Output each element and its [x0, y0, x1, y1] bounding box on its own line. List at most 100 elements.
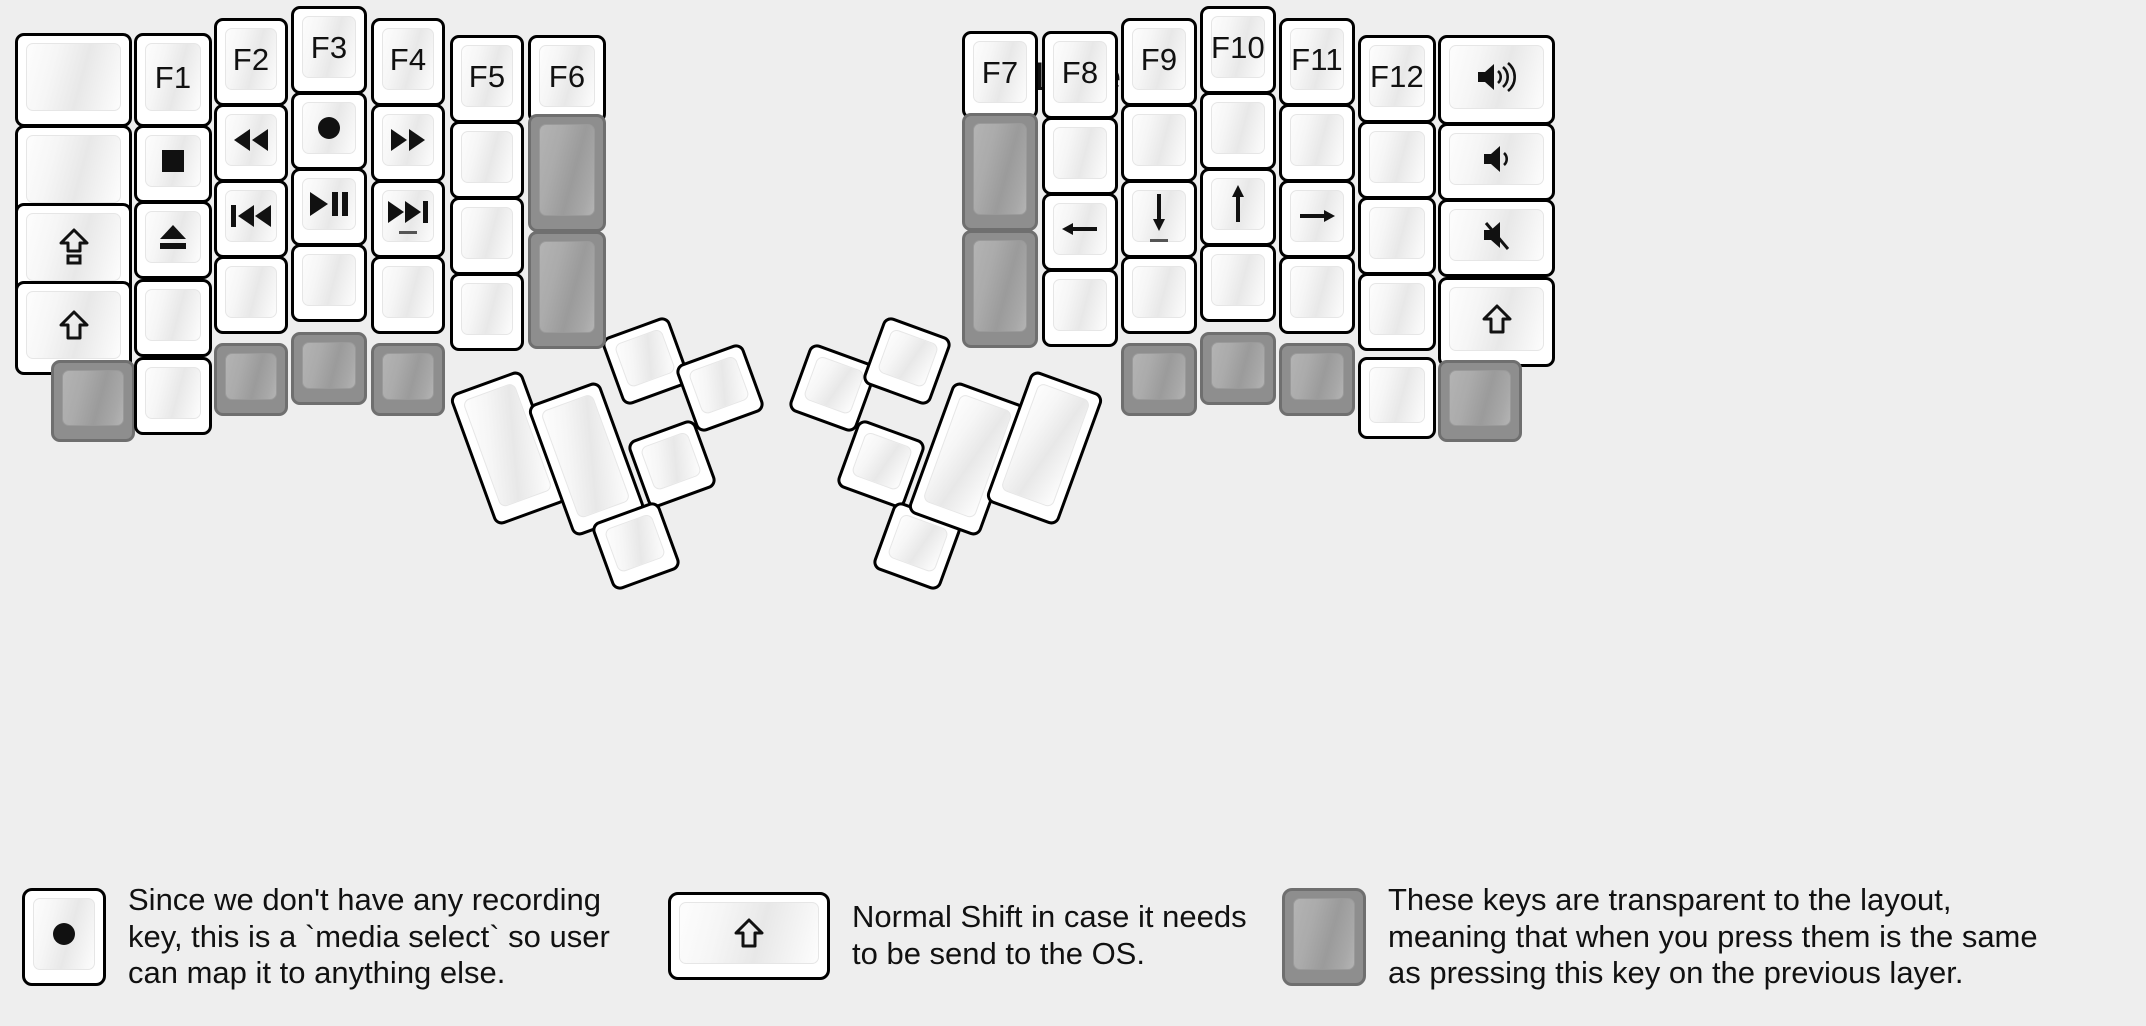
key-blank-r2c4[interactable]: [1042, 269, 1118, 347]
key-blank-r2c2[interactable]: [1042, 117, 1118, 195]
arrow-left-icon: [1060, 216, 1100, 242]
keycap-surface: [679, 902, 819, 964]
key-f7[interactable]: F7: [962, 31, 1038, 119]
legend-sample-key-3[interactable]: [1282, 887, 1366, 986]
key-blank-r3c4[interactable]: [1121, 256, 1197, 334]
key-f9[interactable]: F9: [1121, 18, 1197, 106]
legend-sample-key-1[interactable]: [22, 887, 106, 986]
key-blank-r6c4[interactable]: [1358, 273, 1436, 351]
key-f6[interactable]: F6: [528, 35, 606, 123]
key-blank-c6r2[interactable]: [450, 121, 524, 199]
key-blank-r5c2[interactable]: [1279, 104, 1355, 182]
key-trans-r3c5[interactable]: [1121, 343, 1197, 416]
key-blank-c1r1[interactable]: [15, 33, 132, 127]
record-dot-icon: [49, 919, 79, 949]
key-f12[interactable]: F12: [1358, 35, 1436, 123]
key-blank-r3c2[interactable]: [1121, 104, 1197, 182]
key-blank-r6c3[interactable]: [1358, 197, 1436, 275]
key-trans-c3r5[interactable]: [214, 343, 288, 416]
capslock-icon: [59, 228, 89, 266]
key-shift-right[interactable]: [1438, 277, 1555, 367]
volume-up-icon: [1474, 61, 1520, 93]
key-label: F12: [1369, 58, 1425, 94]
key-volume-up[interactable]: [1438, 35, 1555, 125]
thumb-right-big-2[interactable]: [984, 369, 1105, 527]
keycap-surface: [1132, 114, 1186, 166]
keycap-surface: [1449, 209, 1544, 261]
key-blank-c6r4[interactable]: [450, 273, 524, 351]
keycap-surface: [876, 328, 940, 389]
key-blank-r4c2[interactable]: [1200, 92, 1276, 170]
key-arrow-down[interactable]: [1121, 180, 1197, 258]
key-media-eject[interactable]: [134, 201, 212, 279]
key-blank-c6r3[interactable]: [450, 197, 524, 275]
keycap-surface: [973, 123, 1027, 215]
eject-icon: [156, 221, 190, 253]
key-media-playpause[interactable]: [291, 168, 367, 246]
keycap-surface: [1449, 45, 1544, 109]
keycap-surface: [1053, 127, 1107, 179]
key-f2[interactable]: F2: [214, 18, 288, 106]
key-blank-c4r4[interactable]: [291, 244, 367, 322]
key-trans-far-right[interactable]: [1438, 360, 1522, 442]
keycap-surface: [1132, 190, 1186, 242]
key-trans-c5r5[interactable]: [371, 343, 445, 416]
keycap-surface: [603, 513, 667, 574]
keycap-surface: [302, 342, 356, 389]
key-blank-c2r5[interactable]: [134, 357, 212, 435]
key-f5[interactable]: F5: [450, 35, 524, 123]
key-f8[interactable]: F8: [1042, 31, 1118, 119]
key-f11[interactable]: F11: [1279, 18, 1355, 106]
key-trans-c4r5[interactable]: [291, 332, 367, 405]
key-trans-r1c1b[interactable]: [962, 113, 1038, 231]
key-media-next[interactable]: [371, 180, 445, 258]
key-arrow-right[interactable]: [1279, 180, 1355, 258]
key-f1[interactable]: F1: [134, 33, 212, 127]
keycap-surface: [1132, 353, 1186, 400]
keycap-surface: F1: [145, 43, 201, 111]
key-blank-r6c2[interactable]: [1358, 121, 1436, 199]
key-f4[interactable]: F4: [371, 18, 445, 106]
thumb-right-sq-top-2[interactable]: [860, 314, 954, 408]
key-media-rewind[interactable]: [214, 104, 288, 182]
keycap-surface: [687, 355, 751, 416]
key-volume-down[interactable]: [1438, 123, 1555, 201]
key-media-forward[interactable]: [371, 104, 445, 182]
keycap-surface: F5: [461, 45, 513, 107]
keycap-surface: [539, 241, 595, 333]
key-f3[interactable]: F3: [291, 6, 367, 94]
key-arrow-up[interactable]: [1200, 168, 1276, 246]
legend-bar: Since we don't have any recording key, t…: [0, 860, 2146, 1026]
key-label: F1: [154, 59, 192, 95]
key-volume-mute[interactable]: [1438, 199, 1555, 277]
key-blank-c3r4[interactable]: [214, 256, 288, 334]
key-blank-r4c4[interactable]: [1200, 244, 1276, 322]
key-media-prev[interactable]: [214, 180, 288, 258]
legend-sample-key-2[interactable]: [668, 892, 830, 980]
key-label: F2: [232, 41, 270, 77]
key-shift-left[interactable]: [15, 281, 132, 375]
keycap-surface: [539, 124, 595, 216]
key-trans-r4c5[interactable]: [1200, 332, 1276, 405]
key-media-record[interactable]: [291, 92, 367, 170]
key-f10[interactable]: F10: [1200, 6, 1276, 94]
keycap-surface: [1290, 114, 1344, 166]
keycap-surface: F10: [1211, 16, 1265, 78]
key-trans-c1r5[interactable]: [51, 360, 135, 442]
key-media-stop[interactable]: [134, 125, 212, 203]
thumb-left-sq-top-1[interactable]: [599, 314, 693, 408]
key-label: F10: [1210, 29, 1266, 65]
key-trans-r5c5[interactable]: [1279, 343, 1355, 416]
key-trans-c7r2[interactable]: [528, 114, 606, 232]
key-arrow-left[interactable]: [1042, 193, 1118, 271]
key-trans-r1c1c[interactable]: [962, 230, 1038, 348]
key-blank-c2r4[interactable]: [134, 279, 212, 357]
key-blank-c5r4[interactable]: [371, 256, 445, 334]
keycap-surface: [1211, 178, 1265, 230]
keycap-surface: [225, 190, 277, 242]
key-trans-c7r3[interactable]: [528, 231, 606, 349]
key-blank-r5c4[interactable]: [1279, 256, 1355, 334]
keycap-surface: [225, 114, 277, 166]
key-blank-r6c5[interactable]: [1358, 357, 1436, 439]
